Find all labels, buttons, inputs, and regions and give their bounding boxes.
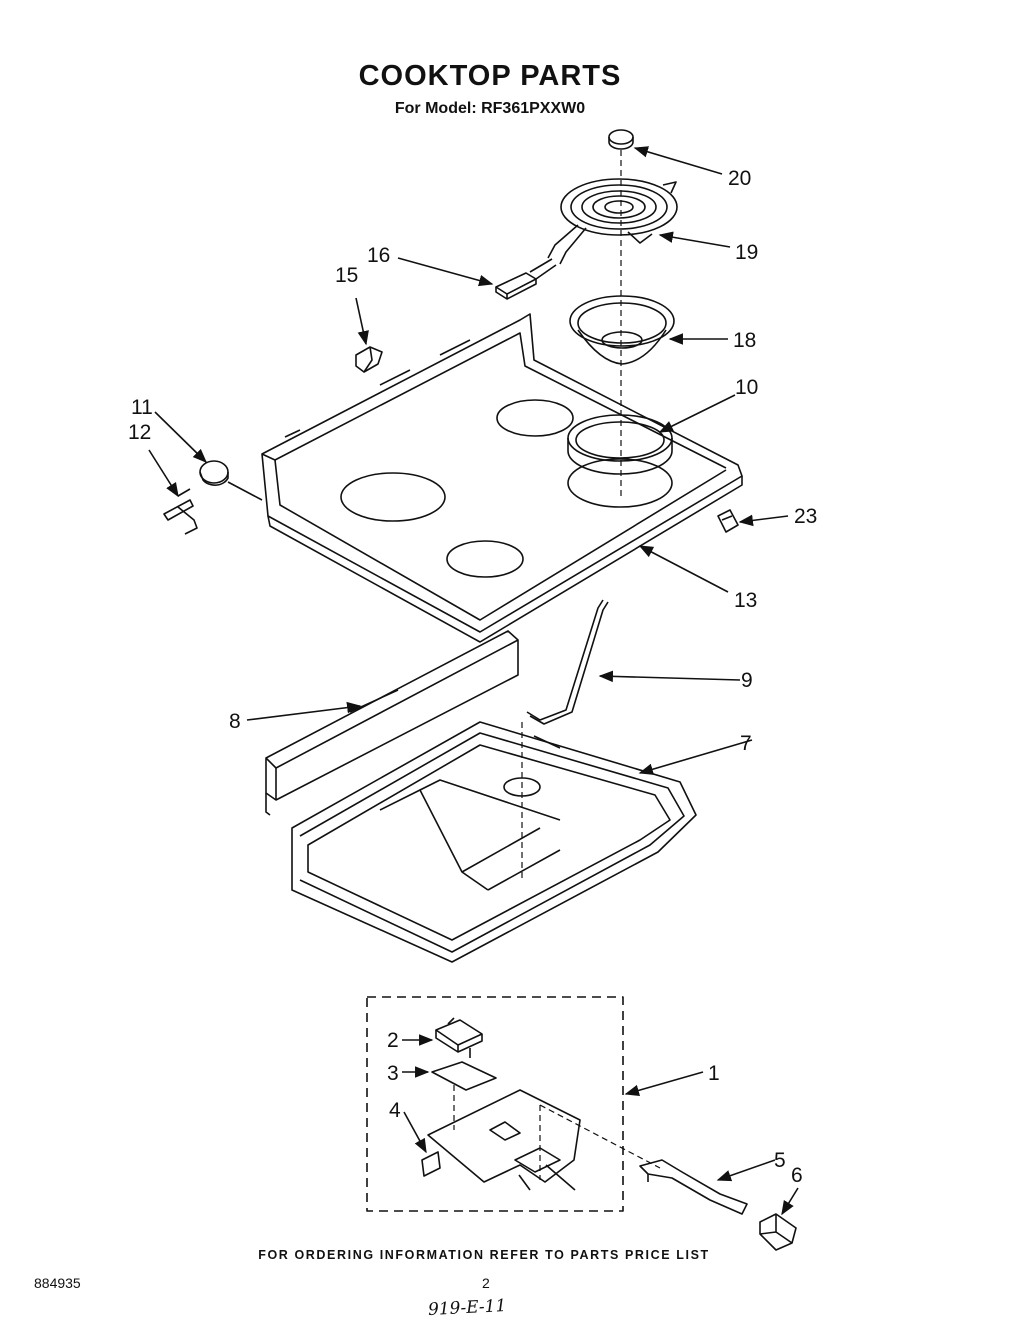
burner-cap <box>608 129 634 150</box>
callout-5: 5 <box>774 1149 786 1172</box>
handwritten-note: 919-E-11 <box>427 1295 507 1320</box>
drip-bowl <box>569 295 675 365</box>
wire-terminal <box>759 1213 797 1251</box>
burner-box <box>291 721 697 963</box>
callout-9: 9 <box>741 669 753 692</box>
page-number: 2 <box>482 1275 490 1291</box>
callout-2: 2 <box>387 1029 399 1052</box>
infinite-switch <box>199 460 263 501</box>
page-title: COOKTOP PARTS <box>358 60 622 92</box>
ordering-info-note: FOR ORDERING INFORMATION REFER TO PARTS … <box>258 1248 710 1262</box>
callout-labels: 20 19 16 15 18 10 11 12 23 13 9 8 7 1 2 … <box>128 167 817 1187</box>
model-subtitle: For Model: RF361PXXW0 <box>394 100 586 117</box>
callout-23: 23 <box>794 505 817 528</box>
callout-4: 4 <box>389 1099 401 1122</box>
callout-6: 6 <box>791 1164 803 1187</box>
cooktop <box>261 313 743 643</box>
callout-8: 8 <box>229 710 241 733</box>
mounting-bracket <box>421 1089 581 1191</box>
callout-18: 18 <box>733 329 756 352</box>
callout-3: 3 <box>387 1062 399 1085</box>
callout-16: 16 <box>367 244 390 267</box>
callout-20: 20 <box>728 167 751 190</box>
switch-bracket <box>163 488 198 535</box>
callout-15: 15 <box>335 264 358 287</box>
callout-13: 13 <box>734 589 757 612</box>
front-channel <box>265 630 519 816</box>
surface-element <box>547 178 678 265</box>
document-number: 884935 <box>34 1275 81 1291</box>
callout-12: 12 <box>128 421 151 444</box>
callout-7: 7 <box>740 732 752 755</box>
support-rod <box>526 599 609 725</box>
retaining-clip <box>717 509 739 533</box>
clip <box>355 346 383 373</box>
callout-1: 1 <box>708 1062 720 1085</box>
terminal-block <box>495 258 557 300</box>
insulator <box>431 1061 497 1091</box>
switch <box>435 1017 483 1058</box>
leader-arrows <box>148 146 799 1216</box>
callout-10: 10 <box>735 376 758 399</box>
callout-11: 11 <box>131 396 153 419</box>
alignment-lines <box>453 150 661 1180</box>
terminal-bracket <box>639 1159 748 1215</box>
callout-19: 19 <box>735 241 758 264</box>
control-assembly-box <box>366 996 624 1212</box>
